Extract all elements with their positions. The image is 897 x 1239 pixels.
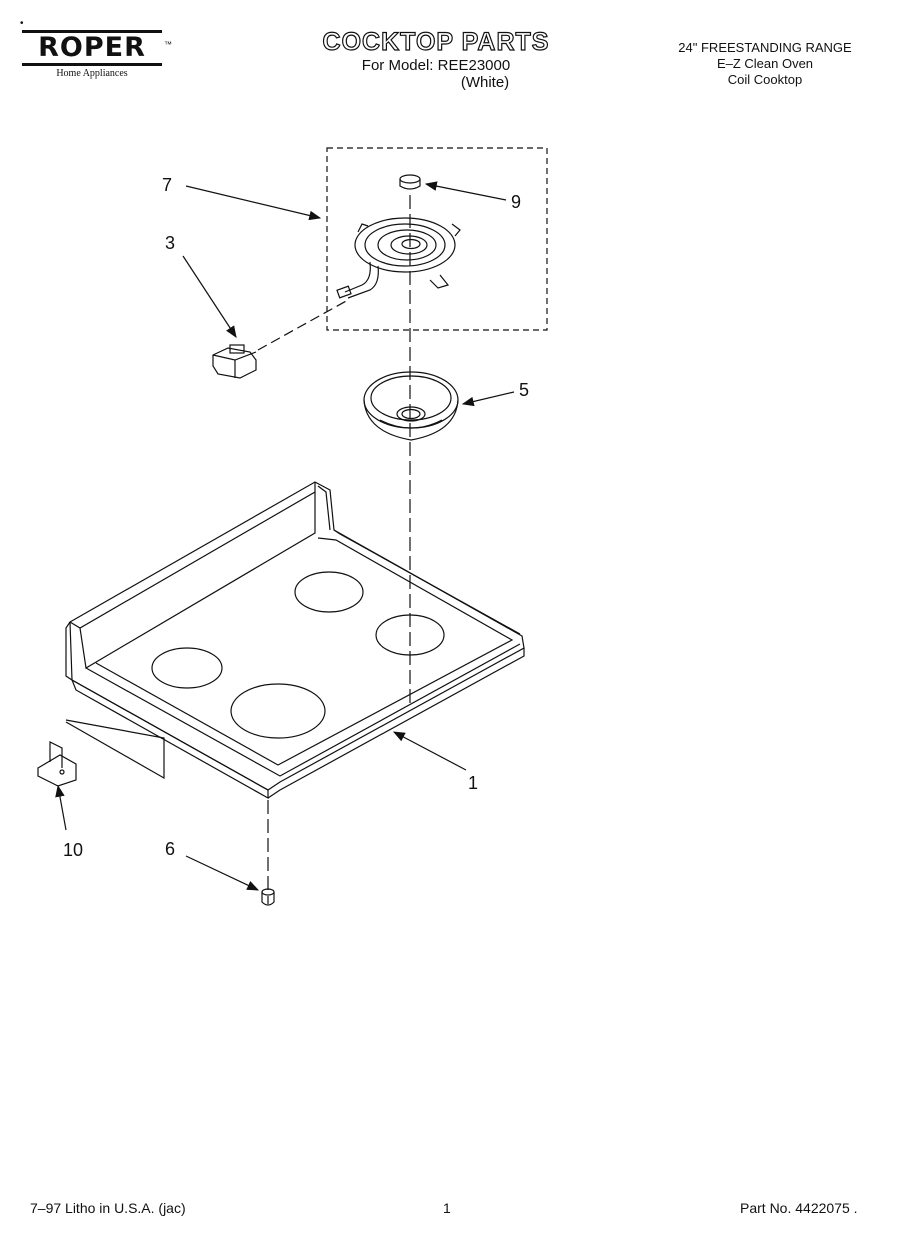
leader-6 xyxy=(185,855,260,891)
part-7-surface-element xyxy=(336,217,461,299)
oven-type: E–Z Clean Oven xyxy=(716,56,814,71)
callout-7: 7 xyxy=(162,175,172,195)
leader-3 xyxy=(182,255,237,339)
leader-5 xyxy=(461,391,515,407)
logo-dot: • xyxy=(20,18,24,29)
footer-print-info: 7–97 Litho in U.S.A. (jac) xyxy=(30,1200,186,1216)
leader-9 xyxy=(424,181,507,201)
callout-10: 10 xyxy=(63,840,83,860)
cooktop-type: Coil Cooktop xyxy=(727,72,803,87)
part-9-button xyxy=(399,174,421,190)
title-block: COCKTOP PARTS For Model: REE23000 (White… xyxy=(250,27,700,91)
part-3-terminal-block xyxy=(212,344,257,379)
range-type: 24" FREESTANDING RANGE xyxy=(678,40,852,55)
part-6-screw xyxy=(261,888,275,906)
logo-bars: ROPER xyxy=(22,30,162,66)
leader-1 xyxy=(392,731,467,771)
callout-3: 3 xyxy=(165,233,175,253)
callout-5: 5 xyxy=(519,380,529,400)
callout-1: 1 xyxy=(468,773,478,793)
part-1-cooktop xyxy=(65,481,525,800)
model-line: For Model: REE23000 xyxy=(361,57,511,74)
page-title: COCKTOP PARTS xyxy=(322,27,550,56)
leader-7 xyxy=(185,185,322,221)
logo-brand: ROPER xyxy=(38,32,146,63)
color-line: (White) xyxy=(460,74,510,91)
part-10-bracket xyxy=(37,741,77,787)
logo-trademark: ™ xyxy=(164,40,172,49)
callout-6: 6 xyxy=(165,839,175,859)
part-5-drip-bowl xyxy=(363,371,459,441)
leader-10 xyxy=(55,784,67,831)
roper-logo: • ROPER ™ Home Appliances xyxy=(20,18,172,79)
range-description: 24" FREESTANDING RANGE E–Z Clean Oven Co… xyxy=(640,40,890,88)
element-assembly-box xyxy=(326,147,548,331)
terminal-axis-line xyxy=(257,299,349,351)
footer-part-number: Part No. 4422075 . xyxy=(740,1200,858,1216)
footer-page-number: 1 xyxy=(443,1200,451,1216)
logo-subtitle: Home Appliances xyxy=(56,68,128,79)
callout-9: 9 xyxy=(511,192,521,212)
